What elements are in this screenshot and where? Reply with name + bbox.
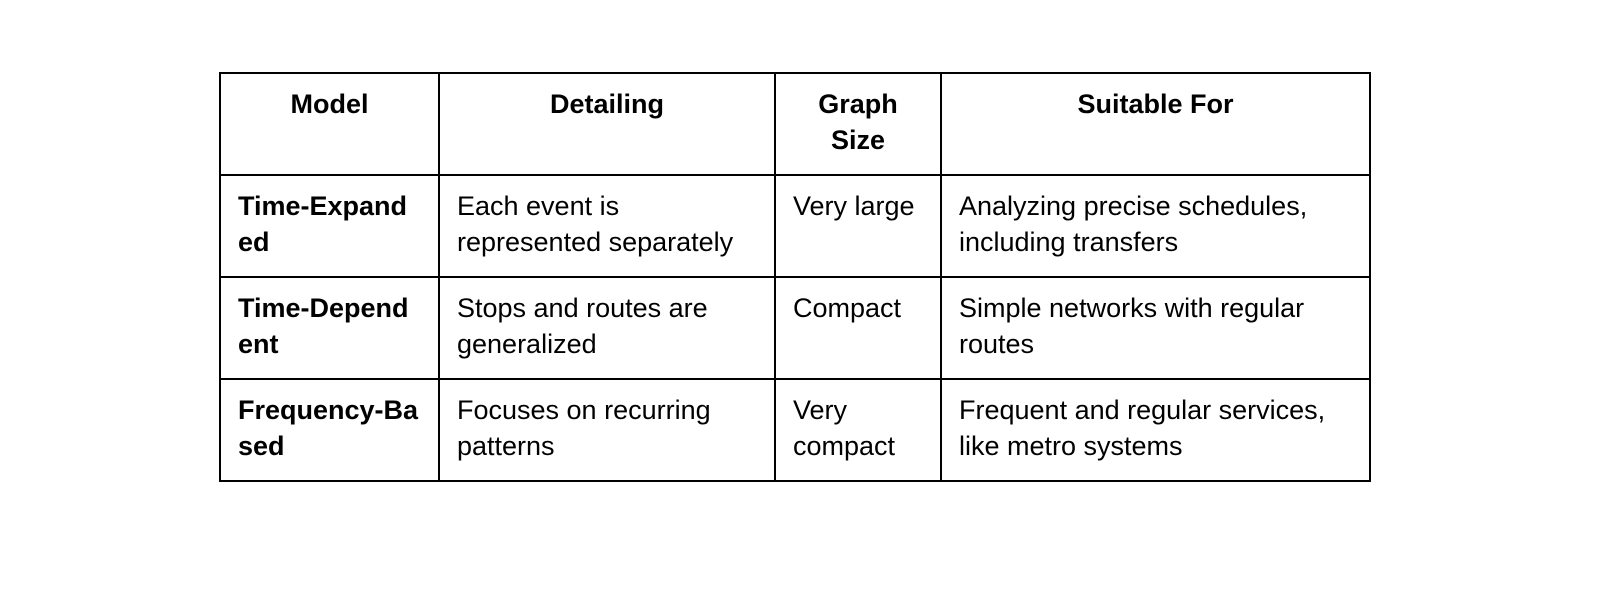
header-cell-suitable-for: Suitable For xyxy=(940,72,1371,176)
header-cell-model: Model xyxy=(219,72,440,176)
cell-suitable-for: Simple networks with regular routes xyxy=(940,276,1371,380)
cell-detailing: Each event is represented separately xyxy=(438,174,776,278)
cell-detailing: Focuses on recurring patterns xyxy=(438,378,776,482)
table-row: Time-Expanded Each event is represented … xyxy=(219,174,1371,278)
header-cell-graph-size: Graph Size xyxy=(774,72,942,176)
cell-suitable-for: Frequent and regular services, like metr… xyxy=(940,378,1371,482)
table-row: Frequency-Based Focuses on recurring pat… xyxy=(219,378,1371,482)
table-header-row: Model Detailing Graph Size Suitable For xyxy=(219,72,1371,176)
cell-model: Frequency-Based xyxy=(219,378,440,482)
header-cell-detailing: Detailing xyxy=(438,72,776,176)
cell-graph-size: Very compact xyxy=(774,378,942,482)
cell-suitable-for: Analyzing precise schedules, including t… xyxy=(940,174,1371,278)
table-row: Time-Dependent Stops and routes are gene… xyxy=(219,276,1371,380)
cell-model: Time-Dependent xyxy=(219,276,440,380)
cell-graph-size: Compact xyxy=(774,276,942,380)
comparison-table: Model Detailing Graph Size Suitable For … xyxy=(219,72,1371,482)
cell-graph-size: Very large xyxy=(774,174,942,278)
cell-detailing: Stops and routes are generalized xyxy=(438,276,776,380)
cell-model: Time-Expanded xyxy=(219,174,440,278)
